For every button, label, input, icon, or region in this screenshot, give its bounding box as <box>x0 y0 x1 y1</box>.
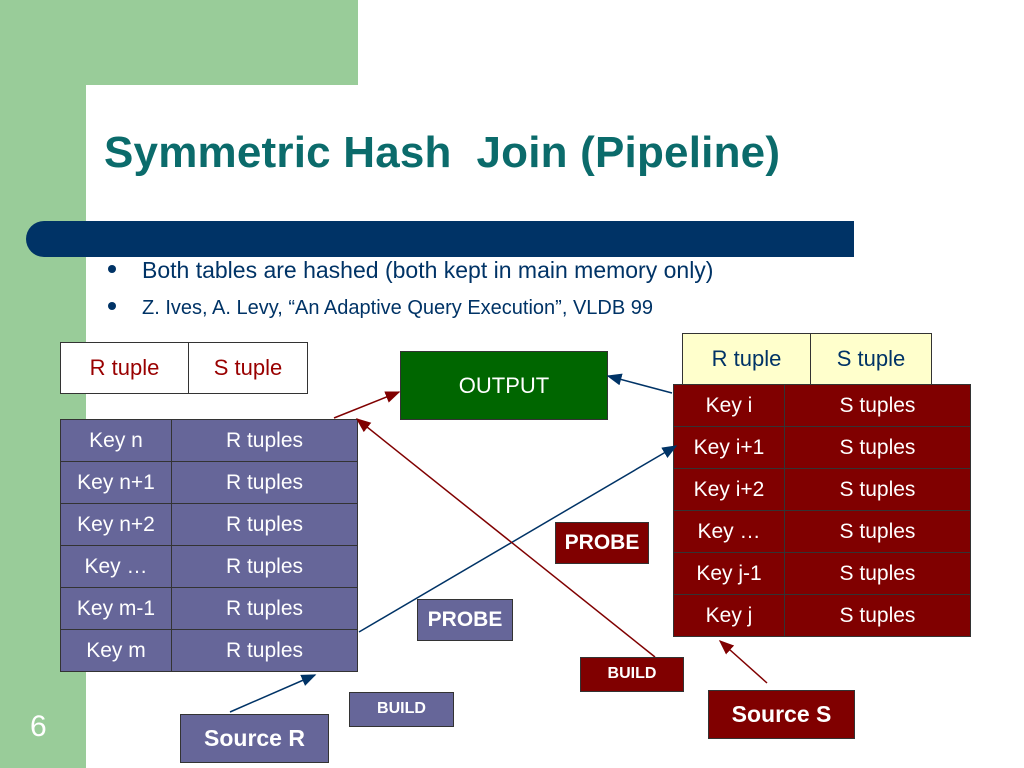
output-box: OUTPUT <box>400 351 608 420</box>
hash-bucket: R tuples <box>171 419 358 462</box>
bullet-text: Z. Ives, A. Levy, “An Adaptive Query Exe… <box>142 297 653 319</box>
bullet-dot <box>108 264 116 273</box>
hash-key: Key n+1 <box>60 461 172 504</box>
bullet-dot <box>108 301 116 310</box>
table-row: Key …S tuples <box>673 510 971 553</box>
s-tuple-cell: S tuple <box>213 355 283 380</box>
build-s-label: BUILD <box>580 657 684 692</box>
r-tuple-cell: R tuple <box>61 343 189 393</box>
table-row: Key …R tuples <box>60 545 358 588</box>
probe-s-to-r-arrow <box>355 418 656 658</box>
s-tuple-cell: S tuple <box>836 346 906 371</box>
hash-bucket: S tuples <box>784 384 971 427</box>
hash-bucket: S tuples <box>784 426 971 469</box>
hash-bucket: S tuples <box>784 594 971 637</box>
hash-key: Key i+2 <box>673 468 785 511</box>
hash-key: Key … <box>673 510 785 553</box>
probe-r-label: PROBE <box>417 599 513 641</box>
hash-bucket: R tuples <box>171 629 358 672</box>
left-tuple-header: R tuple S tuple <box>60 342 308 394</box>
bullet-item: Both tables are hashed (both kept in mai… <box>108 257 713 284</box>
hash-bucket: S tuples <box>784 468 971 511</box>
slide-title: Symmetric Hash Join (Pipeline) <box>104 128 781 177</box>
bullet-text: Both tables are hashed (both kept in mai… <box>142 257 714 283</box>
hash-key: Key n <box>60 419 172 462</box>
hash-key: Key i <box>673 384 785 427</box>
hash-key: Key j <box>673 594 785 637</box>
probe-s-label: PROBE <box>555 522 649 564</box>
top-decor-band <box>86 0 358 85</box>
s-to-output-arrow <box>606 373 673 394</box>
source-r-build-arrow <box>229 674 317 713</box>
hash-bucket: S tuples <box>784 510 971 553</box>
hash-bucket: R tuples <box>171 545 358 588</box>
source-r-box: Source R <box>180 714 329 763</box>
hash-key: Key m-1 <box>60 587 172 630</box>
source-s-box: Source S <box>708 690 855 739</box>
source-s-build-arrow <box>718 640 768 684</box>
probe-r-to-s-arrow <box>358 445 678 633</box>
hash-key: Key … <box>60 545 172 588</box>
hash-key: Key n+2 <box>60 503 172 546</box>
slide-number: 6 <box>30 710 47 743</box>
r-tuple-cell: R tuple <box>683 334 811 384</box>
hash-key: Key m <box>60 629 172 672</box>
hash-key: Key j-1 <box>673 552 785 595</box>
bullet-item: Z. Ives, A. Levy, “An Adaptive Query Exe… <box>108 297 653 320</box>
build-r-label: BUILD <box>349 692 454 727</box>
r-to-output-arrow <box>333 391 401 419</box>
title-underline-bar <box>26 221 854 257</box>
right-tuple-header: R tuple S tuple <box>682 333 932 385</box>
hash-bucket: R tuples <box>171 461 358 504</box>
